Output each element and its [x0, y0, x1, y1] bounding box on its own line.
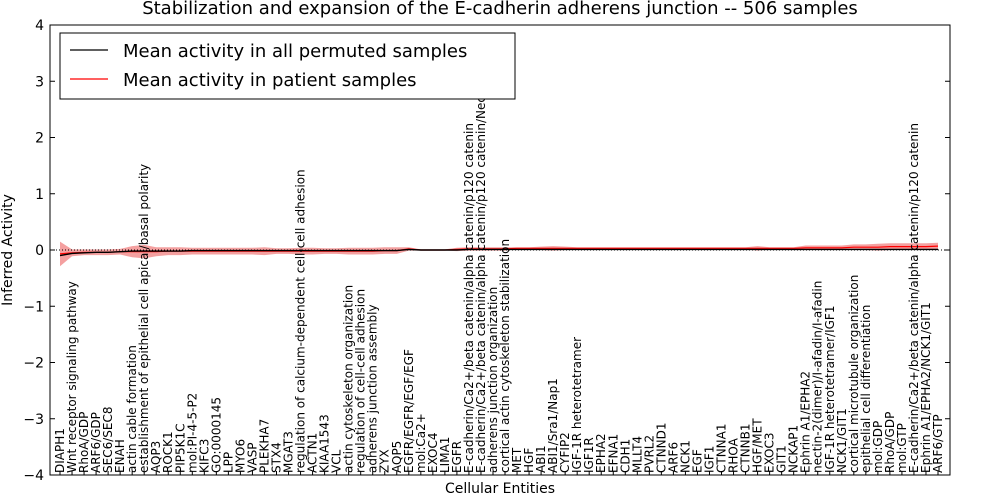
x-tick-label: E-cadherin/Ca2+/beta catenin/alpha caten…: [462, 123, 476, 473]
x-tick-label: Ephrin A1/EPHA2: [799, 371, 813, 473]
x-tick-label: E-cadherin/Ca2+/beta catenin/alpha caten…: [907, 123, 921, 473]
x-tick-label: PIP5K1C: [173, 423, 187, 473]
x-tick-label: AQP5: [390, 441, 404, 473]
x-tick-label: ENAH: [113, 439, 127, 473]
x-tick-label: NCK1/GIT1: [835, 408, 849, 473]
legend-label-patient: Mean activity in patient samples: [123, 70, 417, 91]
series-line-mean-activity-in-all-permuted-samples: [59, 248, 938, 257]
x-tick-label: VASP: [245, 442, 259, 473]
x-tick-label: GIT1: [775, 445, 789, 473]
x-tick-label: KIAA1543: [318, 414, 332, 473]
x-tick-label: EGFR: [450, 441, 464, 473]
x-tick-label: IGF1R: [582, 437, 596, 473]
legend-box: [59, 32, 516, 100]
x-tick-label: EGF: [691, 449, 705, 473]
x-tick-label: CTNNB1: [739, 423, 753, 473]
x-tick-label: actin cable formation: [125, 345, 139, 473]
x-tick-label: ZYX: [378, 449, 392, 473]
x-tick-label: CTNND1: [654, 422, 668, 473]
x-tick-label: ARF6/GTP: [931, 414, 945, 473]
x-tick-label: MET: [510, 447, 524, 473]
legend-label-permuted: Mean activity in all permuted samples: [123, 41, 467, 62]
x-tick-label: epithelial cell differentiation: [859, 305, 873, 473]
x-tick-label: EPHA2: [594, 433, 608, 473]
x-tick-label: RhoA/GDP: [883, 412, 897, 473]
y-tick-label: 2: [35, 131, 44, 147]
y-axis: −4 −3 −2 −1 0 1 2 3 4: [23, 18, 950, 484]
y-tick-label: 1: [35, 187, 44, 203]
y-tick-label: 0: [35, 243, 44, 259]
x-tick-label: EXOC4: [426, 433, 440, 474]
plot-content: [50, 241, 950, 267]
x-tick-label: mol:PI-4-5-P2: [185, 393, 199, 473]
x-tick-label: HGF: [522, 448, 536, 473]
x-tick-label: E-cadherin/Ca2+/beta catenin/alpha caten…: [474, 80, 488, 473]
x-tick-label: ARF6/GDP: [89, 412, 103, 473]
x-tick-label: CYFIP2: [558, 432, 572, 473]
x-tick-label: MYO6: [233, 439, 247, 473]
x-tick-label: cortical microtubule organization: [847, 275, 861, 473]
x-tick-label: PLEKHA7: [258, 419, 272, 473]
x-tick-label: SEC6/SEC8: [101, 407, 115, 473]
y-tick-label: 4: [35, 18, 44, 34]
x-tick-label: nectin-2(dimer)/I-afadin/I-afadin: [811, 281, 825, 473]
x-tick-label: MLLT4: [630, 436, 644, 473]
x-tick-label: IGF-1R heterotetramer: [570, 337, 584, 473]
y-tick-label: −2: [23, 356, 44, 372]
x-tick-label: adherens junction organization: [486, 287, 500, 473]
x-tick-label: PVRL2: [642, 435, 656, 473]
legend: Mean activity in all permuted samples Me…: [59, 32, 516, 100]
x-tick-label: EGFR/EGFR/EGF/EGF: [402, 349, 416, 473]
x-tick-label: ABI1: [534, 445, 548, 473]
x-tick-label: Wnt receptor signaling pathway: [65, 281, 79, 473]
x-tick-label: actin cytoskeleton organization: [342, 285, 356, 473]
x-tick-label: STX4: [270, 442, 284, 473]
x-tick-label: Ephrin A1/EPHA2/NCK1/GIT1: [919, 302, 933, 473]
x-tick-label: ABI1/Sra1/Nap1: [546, 378, 560, 473]
x-tick-label: NCK1: [678, 440, 692, 473]
x-tick-label: IGF-1R heterotetramer/IGF1: [823, 306, 837, 473]
x-tick-label: ARF6: [666, 442, 680, 473]
x-tick-label: EFNA1: [606, 434, 620, 473]
x-tick-label: establishment of epithelial cell apical/…: [137, 164, 151, 473]
x-tick-label: adherens junction assembly: [366, 304, 380, 473]
x-tick-label: LPP: [221, 452, 235, 473]
x-tick-label: AQP3: [149, 441, 163, 473]
x-tick-label: regulation of calcium-dependent cell-cel…: [294, 169, 308, 473]
x-tick-label: GO:0000145: [209, 397, 223, 473]
x-tick-label: DIAPH1: [53, 428, 67, 473]
x-tick-label: RhoA/GDP: [77, 412, 91, 473]
y-axis-label: Inferred Activity: [0, 194, 16, 306]
y-tick-label: −1: [23, 299, 44, 315]
x-tick-label: VCL: [330, 449, 344, 473]
chart-title: Stabilization and expansion of the E-cad…: [142, 0, 858, 19]
x-tick-label: mol:GTP: [895, 423, 909, 473]
x-tick-label: mol:Ca2+: [414, 413, 428, 473]
x-tick-label: cortical actin cytoskeleton stabilizatio…: [498, 239, 512, 473]
y-tick-label: −4: [23, 468, 44, 484]
x-tick-label: regulation of cell-cell adhesion: [354, 289, 368, 473]
x-axis-label: Cellular Entities: [445, 481, 555, 497]
x-tick-label: CTNNA1: [715, 423, 729, 473]
x-tick-label: IGF1: [703, 446, 717, 473]
x-tick-label: CDH1: [618, 439, 632, 473]
y-tick-label: 3: [35, 74, 44, 90]
x-tick-label: RHOA: [727, 437, 741, 473]
y-tick-label: −3: [23, 412, 44, 428]
x-tick-label: LIMA1: [438, 437, 452, 473]
x-tick-label: HGF/MET: [751, 418, 765, 473]
x-tick-label: NCKAP1: [787, 425, 801, 473]
plot-frame: [49, 24, 951, 476]
x-tick-label: ACTN1: [306, 433, 320, 473]
x-tick-label: MGAT3: [282, 431, 296, 473]
x-tick-label: EXOC3: [763, 433, 777, 474]
x-tick-label: mol:GDP: [871, 421, 885, 473]
x-tick-label: KIFC3: [197, 439, 211, 473]
x-tick-label: ROCK1: [161, 431, 175, 473]
